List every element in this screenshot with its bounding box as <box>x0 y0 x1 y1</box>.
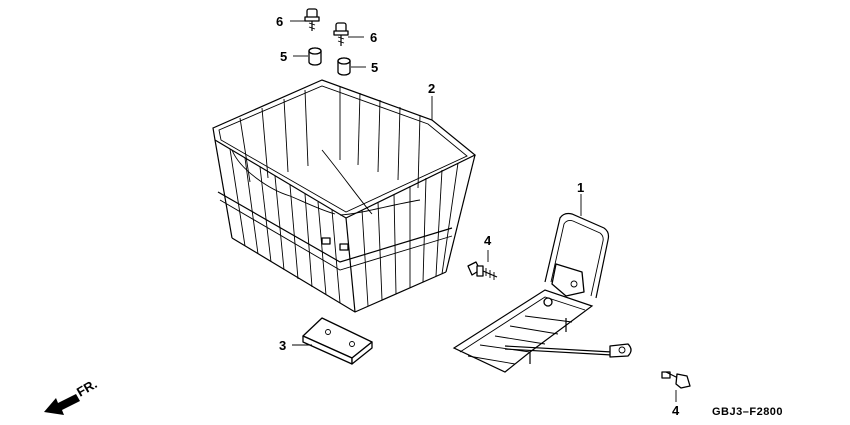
mounting-plate <box>302 317 373 365</box>
callout-6a: 6 <box>276 14 283 29</box>
callout-2: 2 <box>428 81 435 96</box>
callout-4a: 4 <box>484 233 492 248</box>
wire-basket <box>212 79 477 313</box>
callout-6b: 6 <box>370 30 377 45</box>
callout-5a: 5 <box>280 49 287 64</box>
screw-6-left <box>304 8 320 31</box>
front-label: FR. <box>74 376 100 399</box>
bolt-4-lower <box>661 371 691 389</box>
diagram-code: GBJ3–F2800 <box>712 406 783 418</box>
bolt-4-upper <box>467 261 498 280</box>
callout-4b: 4 <box>672 403 680 418</box>
callout-3: 3 <box>279 338 286 353</box>
callout-5b: 5 <box>371 60 378 75</box>
callout-1: 1 <box>577 180 584 195</box>
front-arrow-icon <box>44 394 80 415</box>
basket-bracket <box>452 212 632 373</box>
collar-5-right <box>337 57 351 76</box>
screw-6-right <box>333 22 349 46</box>
collar-5-left <box>308 47 322 66</box>
